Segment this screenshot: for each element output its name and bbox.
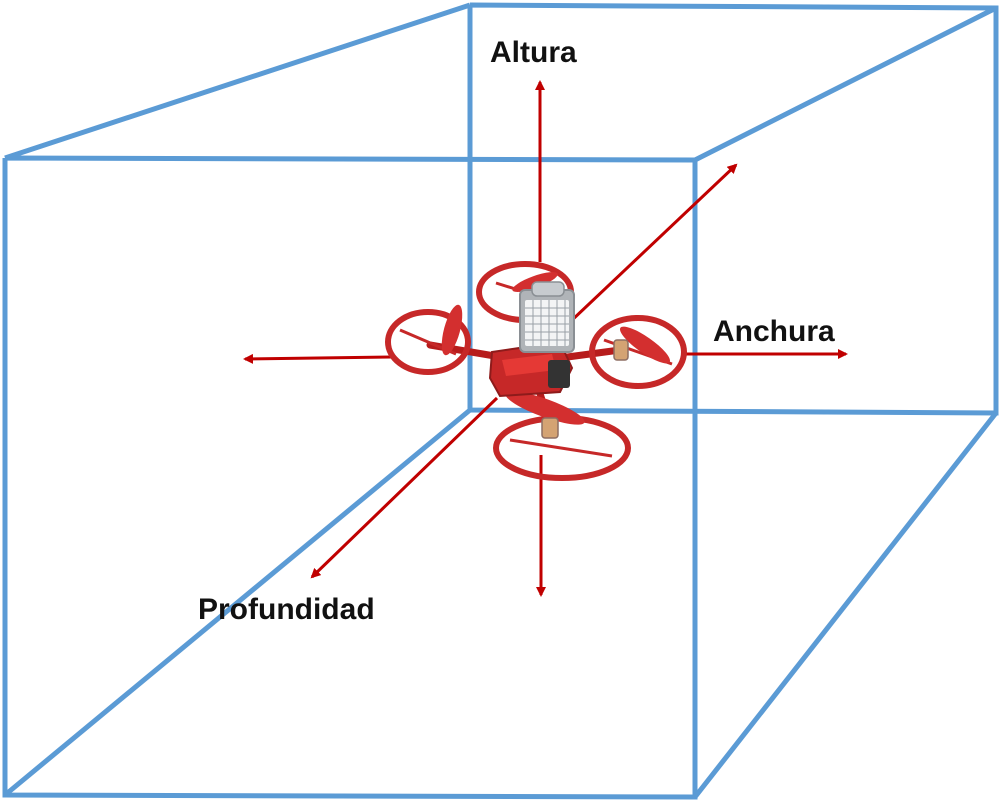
quadcopter-drone-icon <box>385 261 687 481</box>
label-anchura: Anchura <box>713 315 835 348</box>
arrow-front-diagonal <box>310 396 499 579</box>
cube-connecting-edges <box>3 2 998 799</box>
arrow-left <box>243 353 393 364</box>
label-profundidad: Profundidad <box>198 593 375 626</box>
arrow-back-diagonal <box>568 163 738 324</box>
label-altura: Altura <box>490 36 577 69</box>
